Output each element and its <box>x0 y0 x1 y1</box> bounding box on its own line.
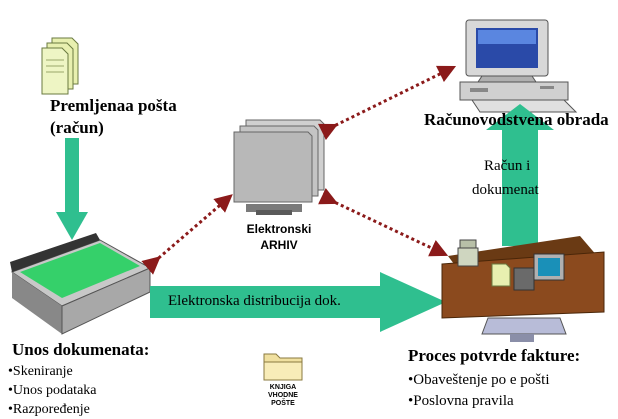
folder-icon <box>263 353 303 381</box>
arrow-distribution <box>150 272 446 332</box>
computer-icon <box>459 19 578 113</box>
folder-label-line3: POŠTE <box>271 400 295 407</box>
entry-item: Razpoređenje <box>8 400 97 419</box>
dotted-link-archive-desk <box>318 188 449 257</box>
folder-label: KNJIGA VHODNE POŠTE <box>252 384 314 408</box>
arrow-mail-to-scanner <box>56 138 88 240</box>
invoice-doc-label-line1: Račun i <box>484 158 531 174</box>
invoice-doc-label-line2: dokumenat <box>472 182 539 198</box>
entry-list: Skeniranje Unos podataka Razpoređenje <box>8 362 97 419</box>
folder-label-line1: KNJIGA <box>269 384 297 391</box>
dotted-link-scanner-archive <box>141 194 233 275</box>
approval-list: Obaveštenje po e pošti Poslovna pravila <box>408 370 549 412</box>
entry-item: Unos podataka <box>8 381 97 400</box>
approval-item: Poslovna pravila <box>408 391 549 412</box>
paper-stack-icon <box>41 37 79 95</box>
incoming-mail-subtitle: (račun) <box>50 118 104 137</box>
arrow-desk-to-accounting <box>486 104 554 246</box>
scanner-icon <box>10 233 152 335</box>
dotted-link-archive-computer <box>317 65 457 141</box>
entry-title: Unos dokumenata: <box>12 340 150 359</box>
accounting-title: Računovodstvena obrada <box>424 110 609 129</box>
archive-server-icon <box>233 119 325 215</box>
approval-title: Proces potvrde fakture: <box>408 346 581 365</box>
incoming-mail-title: Premljenaa pošta <box>50 96 177 115</box>
archive-label-line2: ARHIV <box>260 238 298 252</box>
archive-label-line1: Elektronski <box>246 222 312 236</box>
approval-item: Obaveštenje po e pošti <box>408 370 549 391</box>
folder-label-line2: VHODNE <box>268 392 298 399</box>
distribution-label: Elektronska distribucija dok. <box>168 293 341 309</box>
desk-workstation-icon <box>441 236 605 342</box>
entry-item: Skeniranje <box>8 362 97 381</box>
